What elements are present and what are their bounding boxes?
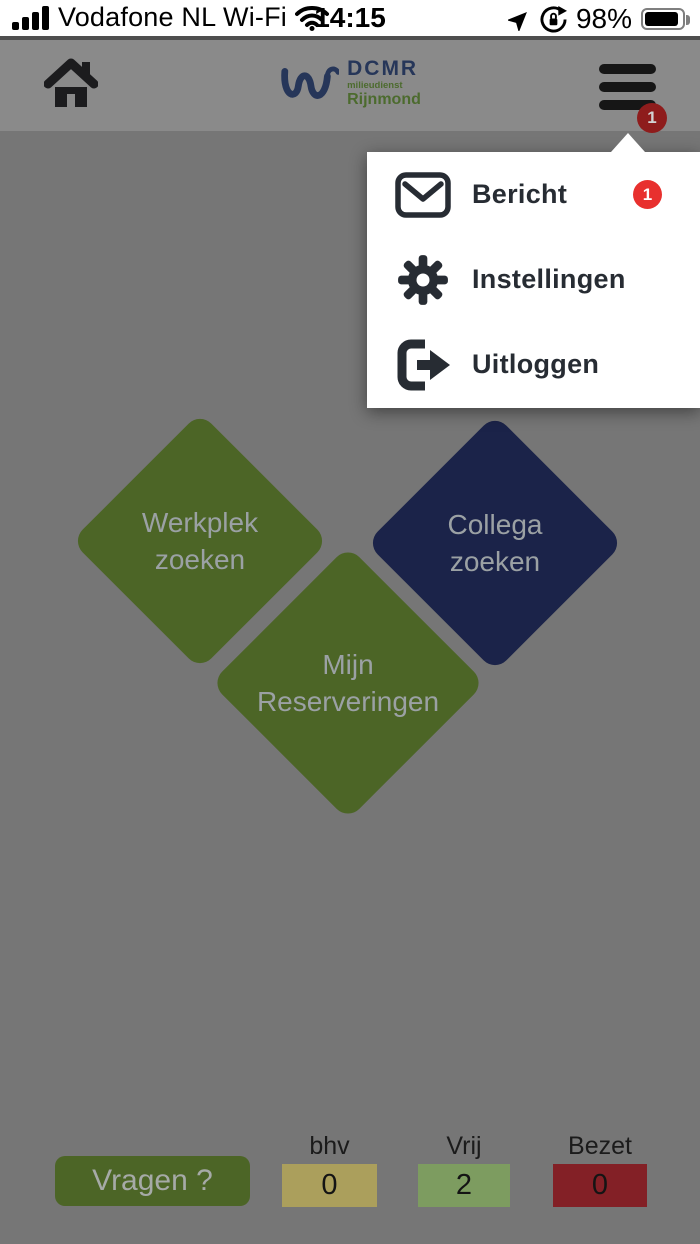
logo-name: DCMR [347,57,419,80]
gear-icon [398,254,448,305]
home-icon [43,58,99,107]
hamburger-menu-icon [599,64,657,110]
menu-item-uitloggen[interactable]: Uitloggen [367,322,700,407]
status-bar: Vodafone NL Wi-Fi 14:15 98% [0,0,700,36]
menu-item-bericht[interactable]: Bericht 1 [367,152,700,237]
dcmr-logo: DCMR milieudienst Rijnmond [0,58,700,108]
counter-bhv: bhv 0 [282,1133,377,1207]
menu-item-label: Instellingen [472,264,626,294]
logo-sub1: milieudienst [347,80,403,91]
menu-item-label: Uitloggen [472,349,600,379]
counter-value-box: 0 [553,1164,647,1207]
carrier-label: Vodafone NL Wi-Fi [58,2,287,32]
menu-notification-badge: 1 [637,103,667,133]
counter-label: Bezet [568,1132,632,1160]
hamburger-menu-button[interactable]: 1 [599,62,667,133]
menu-item-label: Bericht [472,179,568,209]
vragen-button[interactable]: Vragen ? [55,1156,250,1206]
dropdown-caret [611,133,645,152]
bericht-badge: 1 [633,180,662,209]
logo-sub2: Rijnmond [347,90,421,108]
header-top-strip [0,36,700,40]
menu-item-instellingen[interactable]: Instellingen [367,237,700,322]
counter-value-box: 2 [418,1164,510,1207]
menu-dropdown: Bericht 1 Instellingen [367,133,700,408]
logout-icon [397,339,451,390]
clock: 14:15 [314,2,386,33]
counter-value-box: 0 [282,1164,377,1207]
counter-vrij: Vrij 2 [418,1133,510,1207]
counter-label: bhv [309,1132,350,1160]
battery-percent: 98% [575,3,632,34]
counter-label: Vrij [446,1132,482,1160]
wifi-icon [295,5,329,31]
cellular-signal-icon [12,5,49,30]
dcmr-logo-mark [281,66,340,99]
location-icon [507,11,527,31]
orientation-lock-icon [540,5,567,32]
home-button[interactable] [42,56,100,112]
counter-bezet: Bezet 0 [553,1133,647,1207]
battery-icon [641,8,690,30]
app-header: DCMR milieudienst Rijnmond 1 [0,40,700,133]
envelope-icon [395,171,451,218]
